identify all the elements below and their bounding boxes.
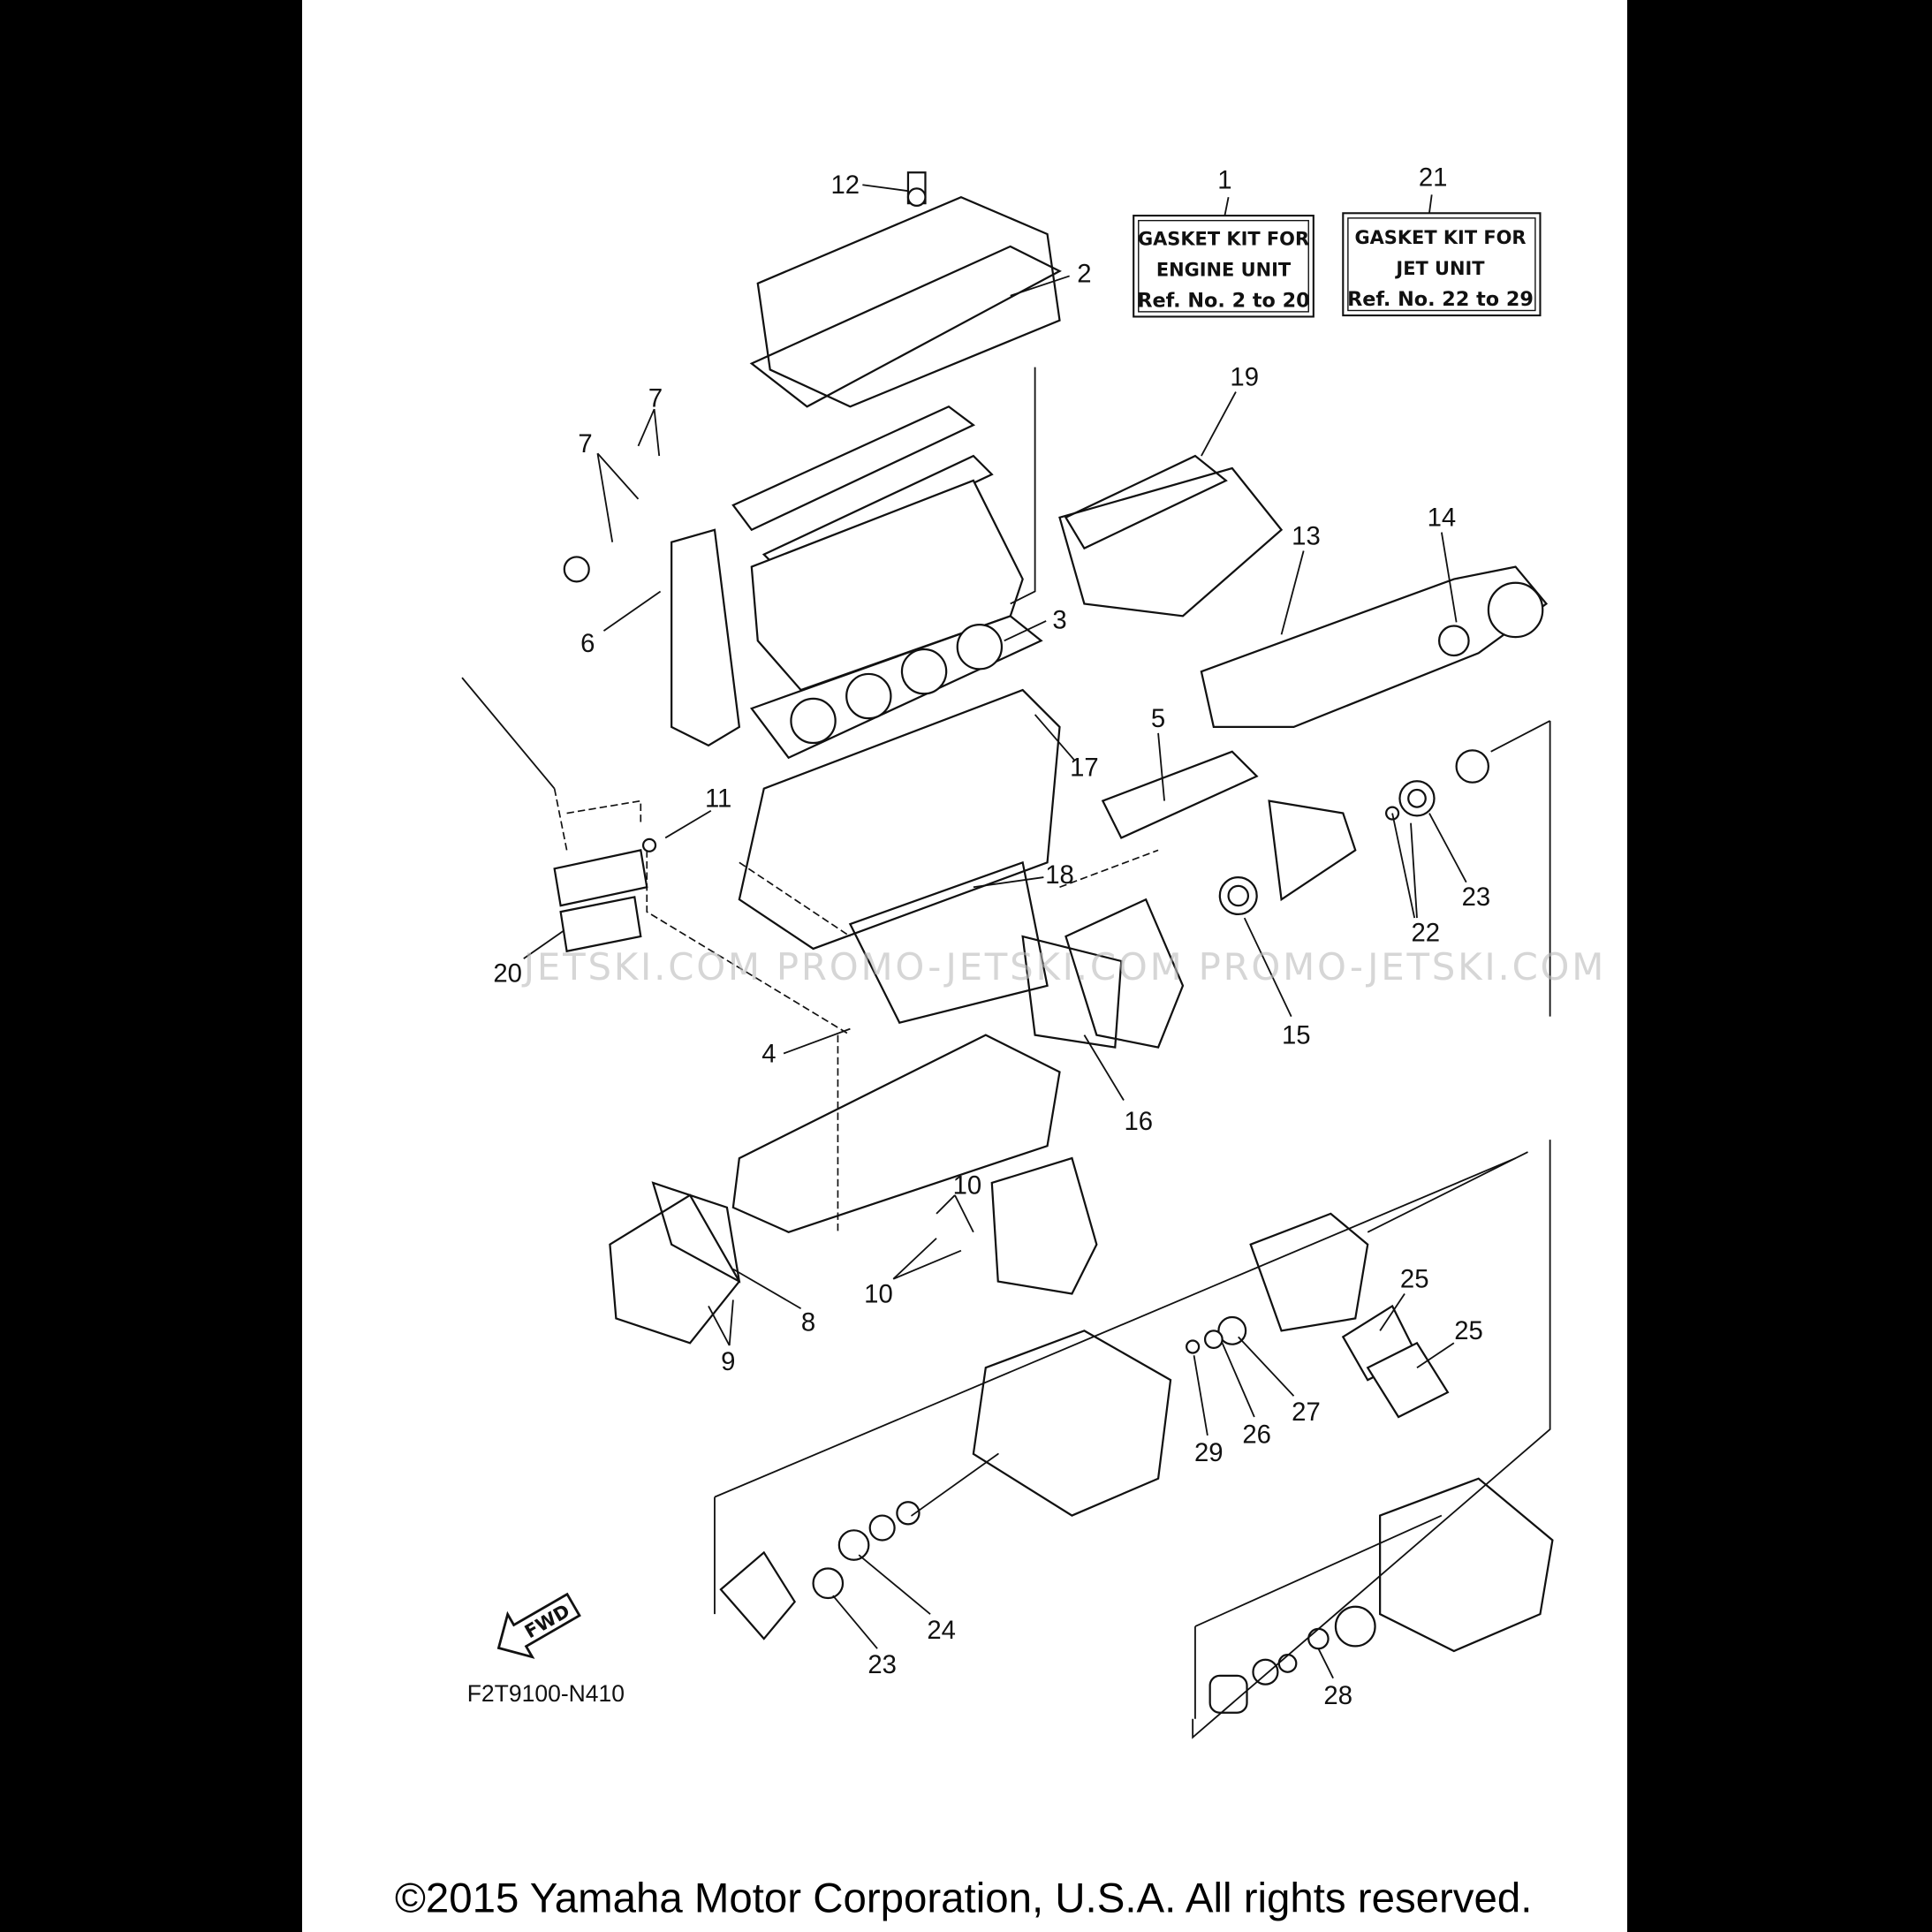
fwd-arrow-icon: FWD xyxy=(496,1592,581,1659)
cover-25b xyxy=(1366,1341,1450,1419)
gasket-16 xyxy=(1021,935,1123,1049)
callout-2: 2 xyxy=(1077,259,1091,288)
tensioner xyxy=(563,556,590,583)
bracket-lines xyxy=(646,367,1551,1739)
callout-4: 4 xyxy=(761,1039,776,1068)
callout-28: 28 xyxy=(1323,1681,1352,1710)
generator-cover xyxy=(1064,898,1185,1049)
callout-10: 10 xyxy=(953,1171,982,1201)
callout-23: 23 xyxy=(1462,883,1491,912)
kit-jet-line1: GASKET KIT FOR xyxy=(1354,227,1526,248)
timing-chain xyxy=(671,528,741,747)
valve-cover-gasket xyxy=(749,245,1062,408)
dipstick xyxy=(461,677,556,790)
callout-9: 9 xyxy=(721,1347,735,1376)
oil-cooler-cover xyxy=(1101,750,1259,839)
watermark: JETSKI.COM PROMO-JETSKI.COM PROMO-JETSKI… xyxy=(521,945,1606,989)
nozzle-housing xyxy=(1379,1477,1554,1653)
callout-12: 12 xyxy=(831,170,860,200)
callout-15: 15 xyxy=(1282,1020,1311,1049)
exhaust-gasket xyxy=(1064,454,1228,550)
engine-parts xyxy=(461,171,1549,1345)
exhaust-manifold xyxy=(1058,466,1284,617)
plate-gasket xyxy=(559,896,642,953)
callout-29: 29 xyxy=(1194,1438,1224,1467)
copyright: ©2015 Yamaha Motor Corporation, U.S.A. A… xyxy=(395,1875,1532,1922)
bearing-housing xyxy=(719,1550,797,1640)
callout-3: 3 xyxy=(1052,605,1066,634)
callout-23: 23 xyxy=(868,1650,897,1679)
cylinder-block xyxy=(738,688,1061,951)
callout-19: 19 xyxy=(1230,363,1259,392)
callout-7: 7 xyxy=(578,429,592,458)
callout-18: 18 xyxy=(1045,860,1074,890)
callout-11: 11 xyxy=(705,784,731,814)
callout-27: 27 xyxy=(1292,1398,1321,1427)
intermediate-housing xyxy=(972,1330,1172,1517)
leader-lines xyxy=(523,184,1467,1679)
callout-8: 8 xyxy=(801,1307,815,1337)
kit-engine-line1: GASKET KIT FOR xyxy=(1138,229,1309,250)
exhaust-pipe xyxy=(1200,565,1549,729)
callout-10: 10 xyxy=(864,1279,893,1308)
oil-pump-cover xyxy=(609,1193,741,1345)
callout-1: 1 xyxy=(1217,165,1231,194)
callout-17: 17 xyxy=(1070,754,1099,783)
diagram-code: F2T9100-N410 xyxy=(467,1680,625,1707)
callout-22: 22 xyxy=(1411,919,1440,948)
callout-24: 24 xyxy=(927,1616,956,1645)
kit-jet-line2: JET UNIT xyxy=(1394,258,1485,279)
crankcase-gasket xyxy=(848,860,1049,1024)
kit-engine-line2: ENGINE UNIT xyxy=(1156,259,1292,280)
valve-cover xyxy=(756,195,1061,408)
callout-20: 20 xyxy=(493,959,522,989)
callout-7: 7 xyxy=(648,383,663,413)
cover-gasket xyxy=(651,1181,741,1284)
callout-13: 13 xyxy=(1292,521,1321,550)
callout-21: 21 xyxy=(1419,163,1448,193)
callout-16: 16 xyxy=(1124,1107,1153,1136)
callout-5: 5 xyxy=(1151,704,1165,733)
callout-6: 6 xyxy=(580,629,595,658)
callout-25: 25 xyxy=(1400,1265,1429,1294)
kit-engine-line3: Ref. No. 2 to 20 xyxy=(1137,289,1309,312)
kit-jet-line3: Ref. No. 22 to 29 xyxy=(1347,288,1534,311)
impeller-housing xyxy=(1249,1212,1369,1332)
crankcase-lower xyxy=(731,1034,1061,1233)
callouts: 12 2 19 7 7 13 14 6 3 5 17 11 18 23 22 2… xyxy=(493,170,1490,1710)
jet-parts xyxy=(719,1151,1554,1714)
camshaft-1 xyxy=(731,405,976,532)
breather-cover xyxy=(990,1156,1098,1295)
coupling xyxy=(1268,799,1357,902)
kit-box-engine: 1 GASKET KIT FOR ENGINE UNIT Ref. No. 2 … xyxy=(1133,165,1315,318)
callout-26: 26 xyxy=(1242,1420,1271,1449)
kit-box-jet: 21 GASKET KIT FOR JET UNIT Ref. No. 22 t… xyxy=(1342,163,1542,317)
callout-25: 25 xyxy=(1454,1316,1483,1345)
callout-14: 14 xyxy=(1428,504,1457,533)
